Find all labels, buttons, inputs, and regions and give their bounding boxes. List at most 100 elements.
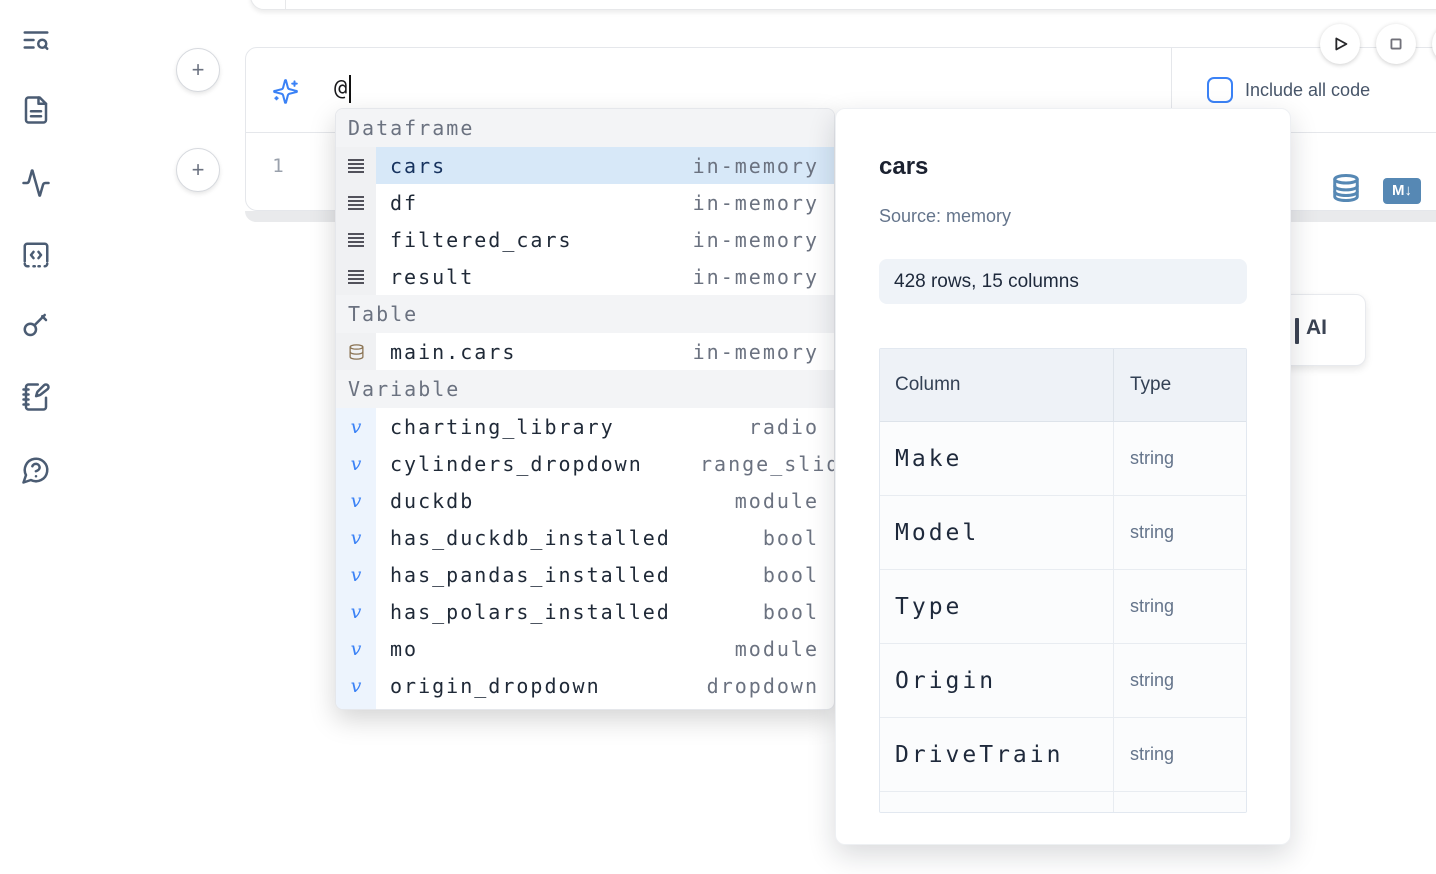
completion-item-origin-dropdown[interactable]: v origin_dropdown dropdown xyxy=(336,667,834,704)
text-cursor xyxy=(349,75,351,103)
item-type: in-memory xyxy=(692,227,819,252)
include-all-code-label: Include all code xyxy=(1245,79,1371,100)
item-name: cars xyxy=(390,153,447,178)
completion-section-header: Table xyxy=(336,295,834,333)
item-type: bool xyxy=(762,599,819,624)
hidden-text-fragment xyxy=(1295,318,1299,344)
table-row: Model string xyxy=(880,496,1246,570)
add-cell-button[interactable]: + xyxy=(176,148,220,192)
prompt-text: @ xyxy=(334,76,348,101)
completion-item-has-pandas-installed[interactable]: v has_pandas_installed bool xyxy=(336,556,834,593)
column-name: Model xyxy=(895,519,980,546)
completion-item-result[interactable]: result in-memory xyxy=(336,258,834,295)
column-name: Origin xyxy=(895,667,997,694)
item-name: main.cars xyxy=(390,339,517,364)
include-all-code-checkbox[interactable] xyxy=(1207,77,1233,103)
preview-title: cars xyxy=(879,153,929,180)
line-number: 1 xyxy=(272,155,284,177)
variable-icon: v xyxy=(336,630,376,667)
item-type: in-memory xyxy=(692,190,819,215)
column-type: string xyxy=(1130,670,1175,690)
type-header: Type xyxy=(1130,374,1172,395)
item-type: bool xyxy=(762,562,819,587)
divider xyxy=(1171,48,1172,132)
completion-section-header: Variable xyxy=(336,370,834,408)
column-name: Type xyxy=(895,593,963,620)
item-name: df xyxy=(390,190,419,215)
variable-icon: v xyxy=(336,704,376,709)
item-name: duckdb xyxy=(390,488,475,513)
completion-item-filtered-cars[interactable]: filtered_cars in-memory xyxy=(336,221,834,258)
completion-item-cylinders-dropdown[interactable]: v cylinders_dropdown range_slider xyxy=(336,445,834,482)
completion-section-header: Dataframe xyxy=(336,109,834,147)
file-text-icon[interactable] xyxy=(21,95,51,125)
item-name: charting_library xyxy=(390,414,615,439)
item-type: dropdown xyxy=(706,673,819,698)
column-name: DriveTrain xyxy=(895,741,1064,768)
column-name: Make xyxy=(895,445,963,472)
variable-icon: v xyxy=(336,667,376,704)
item-name: result xyxy=(390,264,475,289)
activity-icon[interactable] xyxy=(21,168,51,198)
variable-icon: v xyxy=(336,482,376,519)
completion-item-cars[interactable]: cars in-memory xyxy=(336,147,834,184)
item-name: has_polars_installed xyxy=(390,599,671,624)
item-name: has_pandas_installed xyxy=(390,562,671,587)
dataframe-rows-icon xyxy=(336,147,376,184)
item-type: bool xyxy=(762,525,819,550)
item-type: module xyxy=(734,636,819,661)
notebook-pen-icon[interactable] xyxy=(21,382,51,412)
completion-item-mo[interactable]: v mo module xyxy=(336,630,834,667)
completion-dropdown: Dataframe cars in-memory df in-memory filt… xyxy=(335,108,835,710)
ai-prompt-input[interactable]: @ xyxy=(246,48,1171,132)
item-type: in-memory xyxy=(692,264,819,289)
stop-button[interactable] xyxy=(1376,24,1416,64)
completion-item-df[interactable]: df in-memory xyxy=(336,184,834,221)
key-icon[interactable] xyxy=(21,310,51,340)
text-search-icon[interactable] xyxy=(21,25,51,55)
preview-shape-badge: 428 rows, 15 columns xyxy=(879,259,1247,304)
completion-item-has-duckdb-installed[interactable]: v has_duckdb_installed bool xyxy=(336,519,834,556)
variable-icon: v xyxy=(336,445,376,482)
item-name: origin_dropdown xyxy=(390,673,601,698)
variable-icon: v xyxy=(336,408,376,445)
dataframe-preview-card: cars Source: memory 428 rows, 15 columns… xyxy=(835,108,1291,845)
previous-cell-edge xyxy=(250,0,1436,10)
item-type: range_slider xyxy=(700,451,834,476)
variable-icon: v xyxy=(336,519,376,556)
markdown-icon[interactable]: M↓ xyxy=(1383,177,1421,204)
run-cell-button[interactable] xyxy=(1320,24,1360,64)
completion-item-main-cars[interactable]: main.cars in-memory xyxy=(336,333,834,370)
column-type: string xyxy=(1130,744,1175,764)
table-row: Origin string xyxy=(880,644,1246,718)
item-name: mo xyxy=(390,636,419,661)
completion-item-charting-library[interactable]: v charting_library radio xyxy=(336,408,834,445)
completion-item-has-polars-installed[interactable]: v has_polars_installed bool xyxy=(336,593,834,630)
sparkles-icon xyxy=(272,78,299,105)
database-icon[interactable] xyxy=(1331,172,1361,209)
table-row-clipped xyxy=(880,792,1246,812)
item-name: filtered_cars xyxy=(390,227,573,252)
schema-table: Column Type Make string Model string Typ… xyxy=(879,348,1247,813)
partial-button[interactable] xyxy=(1432,24,1436,64)
completion-item-clipped[interactable]: v pandas_dfmodule xyxy=(336,704,834,709)
variable-icon: v xyxy=(336,593,376,630)
completion-item-duckdb[interactable]: v duckdb module xyxy=(336,482,834,519)
variable-icon: v xyxy=(336,556,376,593)
table-row: DriveTrain string xyxy=(880,718,1246,792)
database-icon xyxy=(336,333,376,370)
column-type: string xyxy=(1130,596,1175,616)
code-block-icon[interactable] xyxy=(21,240,51,270)
ai-button-label: AI xyxy=(1306,316,1327,339)
item-name: has_duckdb_installed xyxy=(390,525,671,550)
help-chat-icon[interactable] xyxy=(21,455,51,485)
item-type: radio xyxy=(748,414,819,439)
add-cell-button[interactable]: + xyxy=(176,48,220,92)
item-type: in-memory xyxy=(692,339,819,364)
item-name: cylinders_dropdown xyxy=(390,451,643,476)
previous-cell-gutter-divider xyxy=(285,0,286,10)
item-type: in-memory xyxy=(692,153,819,178)
dataframe-rows-icon xyxy=(336,258,376,295)
item-type: module xyxy=(734,488,819,513)
